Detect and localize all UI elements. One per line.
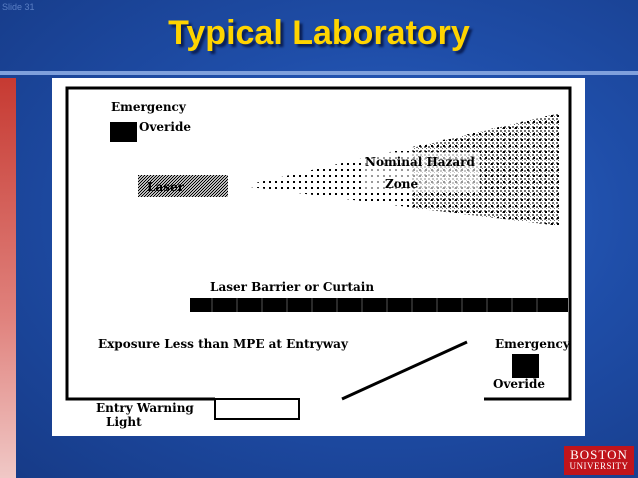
hazard-zone-label-1: Nominal Hazard	[365, 155, 475, 169]
barrier-segments	[211, 298, 538, 312]
logo-line-2: UNIVERSITY	[569, 461, 629, 471]
entry-warning-label-1: Entry Warning	[96, 401, 194, 415]
barrier-label: Laser Barrier or Curtain	[210, 280, 374, 294]
emergency-right-label-2: Overide	[493, 377, 545, 391]
entry-warning-light	[214, 398, 300, 420]
left-accent-bar	[0, 78, 16, 478]
laser-device	[138, 175, 228, 197]
slide-number: Slide 31	[2, 2, 35, 12]
laser-barrier-curtain	[190, 298, 568, 312]
hazard-label-backdrop	[362, 152, 480, 192]
slide-title: Typical Laboratory	[168, 14, 470, 52]
room-walls	[65, 86, 572, 401]
emergency-top-label-1: Emergency	[111, 100, 187, 114]
emergency-right-label-1: Emergency	[495, 337, 571, 351]
logo-line-1: BOSTON	[570, 447, 628, 462]
exposure-label: Exposure Less than MPE at Entryway	[98, 337, 349, 351]
entry-warning-label-2: Light	[106, 415, 142, 429]
emergency-override-button-right	[512, 354, 539, 378]
boston-university-logo: BOSTON UNIVERSITY	[564, 446, 634, 475]
lab-diagram: Emergency Overide Laser Nominal Hazard Z…	[65, 86, 572, 429]
hazard-zone-label-2: Zone	[385, 177, 418, 191]
emergency-top-label-2: Overide	[139, 120, 191, 134]
laser-label: Laser	[147, 180, 185, 194]
diagram-panel: Emergency Overide Laser Nominal Hazard Z…	[52, 78, 585, 436]
hazard-zone-dense	[412, 113, 560, 226]
emergency-override-button-top	[110, 122, 137, 142]
title-underline	[0, 71, 638, 75]
